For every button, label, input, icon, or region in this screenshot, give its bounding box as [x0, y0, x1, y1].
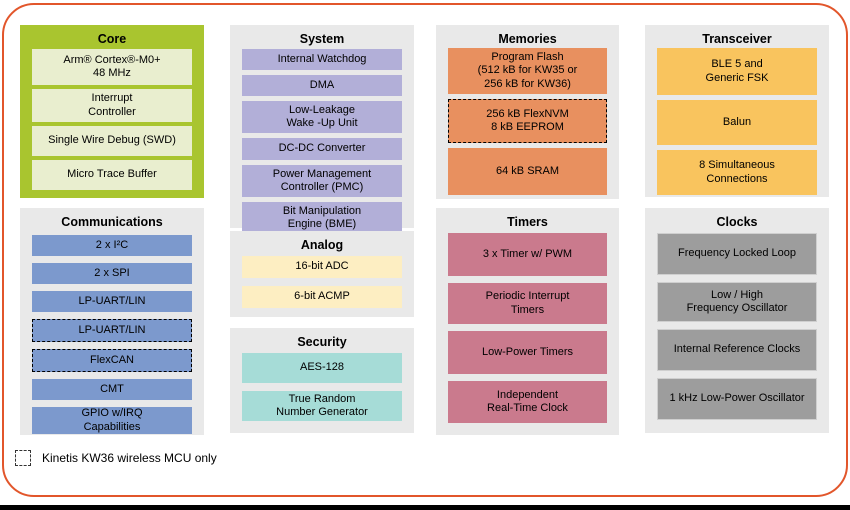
- block-8-simultaneous-connections: 8 Simultaneous Connections: [657, 150, 817, 195]
- block-single-wire-debug: Single Wire Debug (SWD): [32, 126, 192, 156]
- memories-items: Program Flash (512 kB for KW35 or 256 kB…: [448, 48, 607, 195]
- block-aes-128: AES-128: [242, 353, 402, 383]
- section-title-timers: Timers: [507, 215, 548, 229]
- section-analog: Analog 16-bit ADC 6-bit ACMP: [230, 231, 414, 317]
- section-security: Security AES-128 True Random Number Gene…: [230, 328, 414, 433]
- block-bit-manipulation-engine: Bit Manipulation Engine (BME): [242, 202, 402, 234]
- block-flexcan-kw36-only: FlexCAN: [32, 349, 192, 372]
- block-1khz-low-power-oscillator: 1 kHz Low-Power Oscillator: [657, 378, 817, 420]
- section-title-system: System: [299, 32, 345, 46]
- block-internal-watchdog: Internal Watchdog: [242, 49, 402, 70]
- block-power-management-controller: Power Management Controller (PMC): [242, 165, 402, 197]
- block-lp-uart-lin-2-kw36-only: LP-UART/LIN: [32, 319, 192, 342]
- block-i2c: 2 x I²C: [32, 235, 192, 256]
- section-communications: Communications 2 x I²C 2 x SPI LP-UART/L…: [20, 208, 204, 435]
- block-dma: DMA: [242, 75, 402, 96]
- block-frequency-locked-loop: Frequency Locked Loop: [657, 233, 817, 275]
- block-micro-trace-buffer: Micro Trace Buffer: [32, 160, 192, 190]
- section-transceiver: Transceiver BLE 5 and Generic FSK Balun …: [645, 25, 829, 197]
- section-title-core: Core: [97, 32, 127, 46]
- block-low-leakage-wakeup-unit: Low-Leakage Wake -Up Unit: [242, 101, 402, 133]
- section-title-memories: Memories: [498, 32, 557, 46]
- bottom-edge-bar: [0, 505, 850, 510]
- block-sram: 64 kB SRAM: [448, 148, 607, 195]
- block-true-random-number-generator: True Random Number Generator: [242, 391, 402, 421]
- block-6bit-acmp: 6-bit ACMP: [242, 286, 402, 308]
- section-title-security: Security: [297, 335, 347, 349]
- block-cmt: CMT: [32, 379, 192, 400]
- block-low-high-frequency-oscillator: Low / High Frequency Oscillator: [657, 282, 817, 322]
- section-title-clocks: Clocks: [716, 215, 758, 229]
- block-internal-reference-clocks: Internal Reference Clocks: [657, 329, 817, 371]
- kw36-only-dashed-box-icon: [15, 450, 31, 466]
- block-interrupt-controller: Interrupt Controller: [32, 89, 192, 122]
- block-dcdc-converter: DC-DC Converter: [242, 138, 402, 160]
- block-ble5-generic-fsk: BLE 5 and Generic FSK: [657, 48, 817, 95]
- section-core: Core Arm® Cortex®-M0+ 48 MHz Interrupt C…: [20, 25, 204, 198]
- communications-items: 2 x I²C 2 x SPI LP-UART/LIN LP-UART/LIN …: [32, 235, 192, 434]
- block-arm-cortex-m0plus: Arm® Cortex®-M0+ 48 MHz: [32, 49, 192, 85]
- block-balun: Balun: [657, 100, 817, 145]
- block-flexnvm-eeprom-kw36-only: 256 kB FlexNVM 8 kB EEPROM: [448, 99, 607, 143]
- section-timers: Timers 3 x Timer w/ PWM Periodic Interru…: [436, 208, 619, 435]
- block-program-flash: Program Flash (512 kB for KW35 or 256 kB…: [448, 48, 607, 94]
- clocks-items: Frequency Locked Loop Low / High Frequen…: [657, 233, 817, 420]
- legend-label: Kinetis KW36 wireless MCU only: [42, 451, 217, 465]
- block-spi: 2 x SPI: [32, 263, 192, 284]
- core-items: Arm® Cortex®-M0+ 48 MHz Interrupt Contro…: [32, 49, 192, 190]
- system-items: Internal Watchdog DMA Low-Leakage Wake -…: [242, 49, 402, 234]
- section-title-transceiver: Transceiver: [702, 32, 772, 46]
- section-system: System Internal Watchdog DMA Low-Leakage…: [230, 25, 414, 234]
- block-gpio-irq: GPIO w/IRQ Capabilities: [32, 407, 192, 434]
- block-periodic-interrupt-timers: Periodic Interrupt Timers: [448, 283, 607, 324]
- block-16bit-adc: 16-bit ADC: [242, 256, 402, 278]
- block-timer-pwm: 3 x Timer w/ PWM: [448, 233, 607, 276]
- block-lp-uart-lin-1: LP-UART/LIN: [32, 291, 192, 312]
- analog-items: 16-bit ADC 6-bit ACMP: [242, 256, 402, 308]
- security-items: AES-128 True Random Number Generator: [242, 353, 402, 421]
- section-memories: Memories Program Flash (512 kB for KW35 …: [436, 25, 619, 199]
- legend: Kinetis KW36 wireless MCU only: [15, 450, 217, 466]
- timers-items: 3 x Timer w/ PWM Periodic Interrupt Time…: [448, 233, 607, 423]
- section-title-communications: Communications: [61, 215, 163, 229]
- block-low-power-timers: Low-Power Timers: [448, 331, 607, 374]
- block-independent-rtc: Independent Real-Time Clock: [448, 381, 607, 423]
- transceiver-items: BLE 5 and Generic FSK Balun 8 Simultaneo…: [657, 48, 817, 195]
- section-clocks: Clocks Frequency Locked Loop Low / High …: [645, 208, 829, 433]
- section-title-analog: Analog: [300, 238, 344, 252]
